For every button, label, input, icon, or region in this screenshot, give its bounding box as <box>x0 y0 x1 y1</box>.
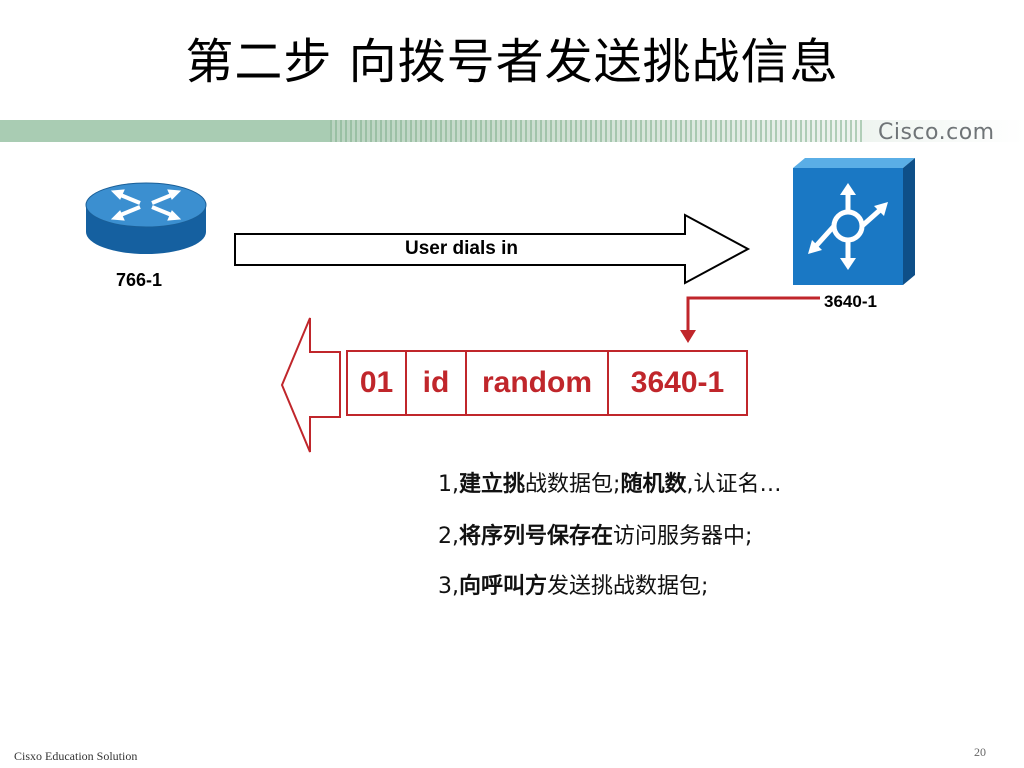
access-server-icon <box>793 158 915 285</box>
step-2-text: 访问服务器中; <box>613 524 753 549</box>
step-1-text: 战数据包; <box>525 472 621 497</box>
step-1: 1,建立挑战数据包;随机数,认证名… <box>438 466 781 498</box>
step-1-text-2: ,认证名… <box>686 472 782 497</box>
packet-field-name: 3640-1 <box>630 365 725 399</box>
footer-text: Cisxo Education Solution <box>14 749 138 763</box>
challenge-packet-frame <box>346 350 748 416</box>
router-icon <box>85 182 207 254</box>
header-banner <box>0 120 1024 142</box>
slide-title: 第二步 向拨号者发送挑战信息 <box>185 34 839 90</box>
step-3: 3,向呼叫方发送挑战数据包; <box>438 568 708 600</box>
step-3-prefix: 3, <box>438 574 459 599</box>
packet-field-code: 01 <box>359 365 394 399</box>
step-1-bold: 建立挑 <box>459 472 526 497</box>
step-3-text: 发送挑战数据包; <box>547 574 709 599</box>
router-label: 766-1 <box>116 270 163 290</box>
challenge-return-arrow <box>280 317 341 453</box>
packet-field-id: id <box>422 365 450 399</box>
server-label: 3640-1 <box>824 292 877 311</box>
step-1-bold-2: 随机数 <box>620 472 687 497</box>
dial-arrow-label: User dials in <box>405 238 518 259</box>
step-3-bold: 向呼叫方 <box>459 574 548 599</box>
packet-field-random: random <box>481 365 592 399</box>
step-2: 2,将序列号保存在访问服务器中; <box>438 518 752 550</box>
step-2-bold: 将序列号保存在 <box>459 524 614 549</box>
step-1-prefix: 1, <box>438 472 459 497</box>
dial-in-arrow <box>234 213 751 285</box>
page-number: 20 <box>974 745 986 759</box>
challenge-connector-arrow <box>680 296 820 343</box>
step-2-prefix: 2, <box>438 524 459 549</box>
brand-logo-text: Cisco.com <box>878 120 995 145</box>
